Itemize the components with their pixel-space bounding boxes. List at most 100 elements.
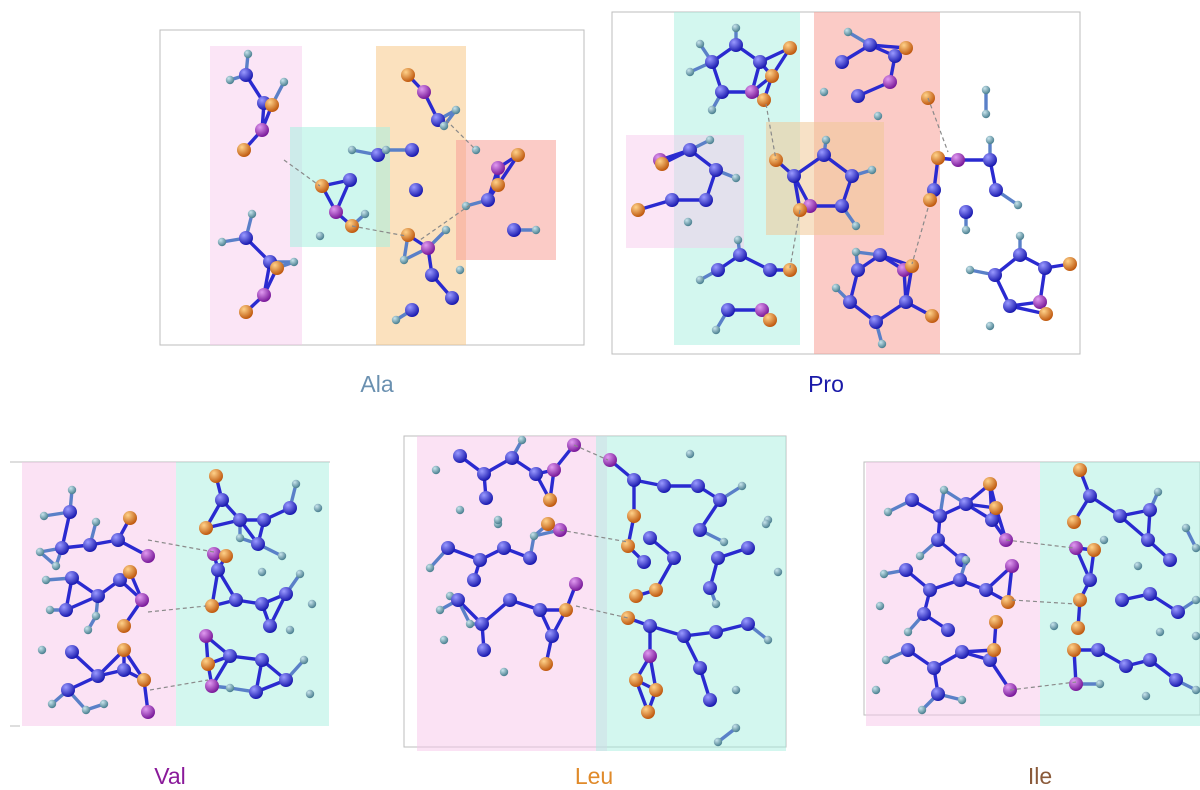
carbon-atom: [451, 593, 465, 607]
hydrogen-atom: [851, 221, 861, 231]
carbon-atom: [713, 493, 727, 507]
carbon-atom: [691, 479, 705, 493]
hydrogen-atom: [441, 225, 451, 235]
carbon-atom: [917, 607, 931, 621]
nitrogen-atom: [417, 85, 431, 99]
hydrogen-atom: [731, 685, 741, 695]
hydrogen-atom: [529, 531, 539, 541]
nitrogen-atom: [205, 679, 219, 693]
oxygen-atom: [123, 565, 137, 579]
hydrogen-atom: [917, 705, 927, 715]
ala-molecules: [217, 49, 541, 325]
oxygen-atom: [905, 259, 919, 273]
ile-highlight-pink: [866, 462, 1040, 726]
carbon-atom: [249, 685, 263, 699]
caption-val: Val: [154, 763, 186, 789]
hydrogen-atom: [47, 699, 57, 709]
oxygen-atom: [1067, 643, 1081, 657]
nitrogen-atom: [569, 577, 583, 591]
carbon-atom: [453, 449, 467, 463]
hydrogen-atom: [517, 435, 527, 445]
hydrogen-atom: [391, 315, 401, 325]
panel-ala-frame: [159, 29, 585, 346]
carbon-atom: [473, 553, 487, 567]
ala-highlight-cyan: [290, 127, 390, 247]
carbon-atom: [479, 491, 493, 505]
oxygen-atom: [1039, 307, 1053, 321]
hydrogen-atom: [879, 569, 889, 579]
carbon-atom: [709, 163, 723, 177]
carbon-atom: [703, 581, 717, 595]
carbon-atom: [279, 587, 293, 601]
carbon-atom: [545, 629, 559, 643]
oxygen-atom: [1087, 543, 1101, 557]
hydrogen-atom: [277, 551, 287, 561]
nitrogen-atom: [491, 161, 505, 175]
hydrogen-atom: [285, 625, 295, 635]
ala-highlight-pink: [210, 46, 302, 345]
hydrogen-atom: [1191, 685, 1200, 695]
carbon-atom: [445, 291, 459, 305]
hydrogen-atom: [41, 575, 51, 585]
oxygen-atom: [543, 493, 557, 507]
panel-pro: [611, 11, 1081, 355]
hydrogen-atom: [465, 619, 475, 629]
hydrogen-atom: [1191, 631, 1200, 641]
carbon-atom: [835, 55, 849, 69]
panel-val: [10, 461, 330, 727]
oxygen-atom: [923, 193, 937, 207]
carbon-atom: [343, 173, 357, 187]
nitrogen-atom: [329, 205, 343, 219]
carbon-atom: [693, 661, 707, 675]
carbon-atom: [637, 555, 651, 569]
carbon-atom: [899, 295, 913, 309]
carbon-atom: [931, 687, 945, 701]
oxygen-atom: [763, 313, 777, 327]
hydrogen-atom: [439, 635, 449, 645]
hydrogen-atom: [821, 135, 831, 145]
carbon-atom: [477, 643, 491, 657]
oxygen-atom: [641, 705, 655, 719]
hydrogen-atom: [719, 537, 729, 547]
oxygen-atom: [627, 509, 641, 523]
oxygen-atom: [629, 673, 643, 687]
hydrogen-atom: [91, 517, 101, 527]
nitrogen-atom: [883, 75, 897, 89]
hydrogen-atom: [499, 667, 509, 677]
hydrogen-atom: [939, 485, 949, 495]
hydrogen-atom: [279, 77, 289, 87]
carbon-atom: [677, 629, 691, 643]
carbon-atom: [1143, 587, 1157, 601]
carbon-atom: [741, 541, 755, 555]
oxygen-atom: [987, 643, 1001, 657]
oxygen-atom: [765, 69, 779, 83]
carbon-atom: [1003, 299, 1017, 313]
hydrogen-atom: [875, 601, 885, 611]
caption-pro: Pro: [808, 371, 844, 397]
oxygen-atom: [511, 148, 525, 162]
oxygen-atom: [265, 98, 279, 112]
oxygen-atom: [649, 683, 663, 697]
carbon-atom: [1083, 489, 1097, 503]
carbon-atom: [627, 473, 641, 487]
carbon-atom: [215, 493, 229, 507]
oxygen-atom: [205, 599, 219, 613]
hydrogen-atom: [431, 465, 441, 475]
carbon-atom: [1083, 573, 1097, 587]
nitrogen-atom: [547, 463, 561, 477]
hydrogen-atom: [39, 511, 49, 521]
carbon-atom: [279, 673, 293, 687]
panel-ala: [159, 29, 585, 346]
hydrogen-atom: [981, 109, 991, 119]
carbon-atom: [405, 303, 419, 317]
hydrogen-atom: [915, 551, 925, 561]
hydrogen-atom: [881, 655, 891, 665]
hydrogen-atom: [455, 265, 465, 275]
carbon-atom: [223, 649, 237, 663]
carbon-atom: [643, 619, 657, 633]
carbon-atom: [741, 617, 755, 631]
oxygen-atom: [925, 309, 939, 323]
hydrogen-atom: [695, 39, 705, 49]
nitrogen-atom: [1069, 677, 1083, 691]
carbon-atom: [441, 541, 455, 555]
